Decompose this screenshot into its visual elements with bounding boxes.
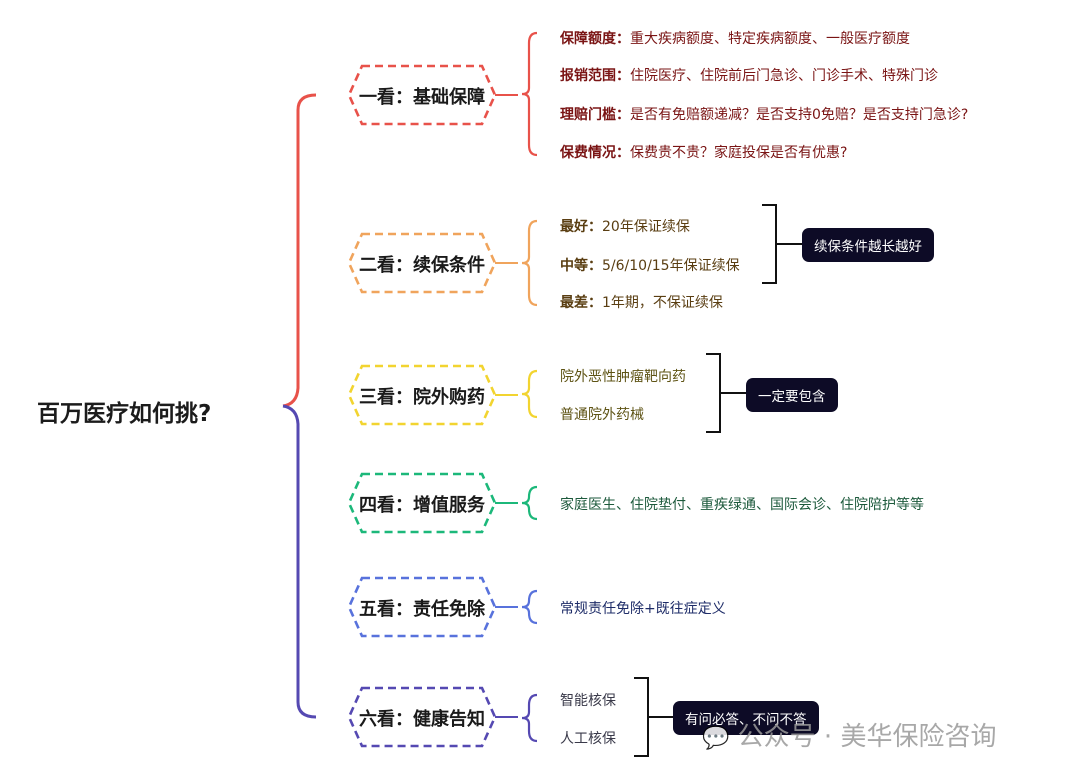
watermark-text: 公众号 · 美华保险咨询 <box>737 722 997 752</box>
item-text: 院外恶性肿瘤靶向药 <box>560 369 686 385</box>
branch-3-item: 普通院外药械 <box>560 404 644 424</box>
branch-1-item: 保费情况：保费贵不贵？家庭投保是否有优惠? <box>560 142 847 162</box>
branch-box-6 <box>347 686 497 748</box>
item-text: 家庭医生、住院垫付、重疾绿通、国际会诊、住院陪护等等 <box>560 497 924 513</box>
root-topic: 百万医疗如何挑? <box>37 401 212 427</box>
branch-box-3 <box>347 364 497 426</box>
trunk-upper <box>282 93 317 408</box>
item-label: 最好： <box>560 219 602 235</box>
item-label: 报销范围： <box>560 68 630 84</box>
item-text: 人工核保 <box>560 731 616 747</box>
item-brace-3 <box>521 369 538 419</box>
item-text: 是否有免赔额递减？是否支持0免赔？是否支持门急诊? <box>630 107 969 123</box>
branch-title-4: 四看：增值服务 <box>359 495 485 516</box>
branch-2-item: 最好：20年保证续保 <box>560 216 690 236</box>
item-brace-1 <box>521 31 538 157</box>
watermark: 💬 公众号 · 美华保险咨询 <box>702 716 996 753</box>
item-text: 智能核保 <box>560 693 616 709</box>
trunk-lower <box>282 404 317 719</box>
branch-4-item: 家庭医生、住院垫付、重疾绿通、国际会诊、住院陪护等等 <box>560 494 924 514</box>
note-bracket-2 <box>762 204 777 284</box>
branch-6-item: 智能核保 <box>560 690 616 710</box>
item-brace-5 <box>521 589 538 625</box>
note-callout-6: 有问必答、不问不答 <box>673 701 819 735</box>
branch-title-1: 一看：基础保障 <box>359 87 485 108</box>
item-label: 保费情况： <box>560 145 630 161</box>
branch-2-item: 最差：1年期，不保证续保 <box>560 292 723 312</box>
branch-box-4 <box>347 472 497 534</box>
branch-box-1 <box>347 64 497 126</box>
branch-box-5 <box>347 576 497 638</box>
branch-3-item: 院外恶性肿瘤靶向药 <box>560 366 686 386</box>
branch-2-item: 中等：5/6/10/15年保证续保 <box>560 255 740 275</box>
note-bracket-3 <box>706 353 721 433</box>
item-label: 最差： <box>560 295 602 311</box>
item-brace-2 <box>521 219 538 307</box>
branch-title-5: 五看：责任免除 <box>359 599 485 620</box>
branch-1-item: 理赔门槛：是否有免赔额递减？是否支持0免赔？是否支持门急诊? <box>560 104 968 124</box>
item-label: 保障额度： <box>560 31 630 47</box>
branch-title-3: 三看：院外购药 <box>359 387 485 408</box>
wechat-icon: 💬 <box>702 726 730 751</box>
branch-box-2 <box>347 232 497 294</box>
branch-1-item: 保障额度：重大疾病额度、特定疾病额度、一般医疗额度 <box>560 28 910 48</box>
item-text: 5/6/10/15年保证续保 <box>602 258 740 274</box>
item-text: 住院医疗、住院前后门急诊、门诊手术、特殊门诊 <box>630 68 938 84</box>
note-bracket-6 <box>634 677 649 757</box>
note-callout-2: 续保条件越长越好 <box>802 228 934 262</box>
branch-1-item: 报销范围：住院医疗、住院前后门急诊、门诊手术、特殊门诊 <box>560 65 938 85</box>
item-label: 中等： <box>560 258 602 274</box>
item-label: 理赔门槛： <box>560 107 630 123</box>
item-text: 重大疾病额度、特定疾病额度、一般医疗额度 <box>630 31 910 47</box>
branch-title-6: 六看：健康告知 <box>359 709 485 730</box>
item-text: 常规责任免除+既往症定义 <box>560 601 726 617</box>
note-callout-3: 一定要包含 <box>746 378 838 412</box>
item-text: 1年期，不保证续保 <box>602 295 723 311</box>
branch-title-2: 二看：续保条件 <box>359 255 485 276</box>
branch-5-item: 常规责任免除+既往症定义 <box>560 598 726 618</box>
item-brace-6 <box>521 693 538 743</box>
item-text: 保费贵不贵？家庭投保是否有优惠? <box>630 145 848 161</box>
item-brace-4 <box>521 485 538 521</box>
item-text: 普通院外药械 <box>560 407 644 423</box>
item-text: 20年保证续保 <box>602 219 690 235</box>
branch-6-item: 人工核保 <box>560 728 616 748</box>
